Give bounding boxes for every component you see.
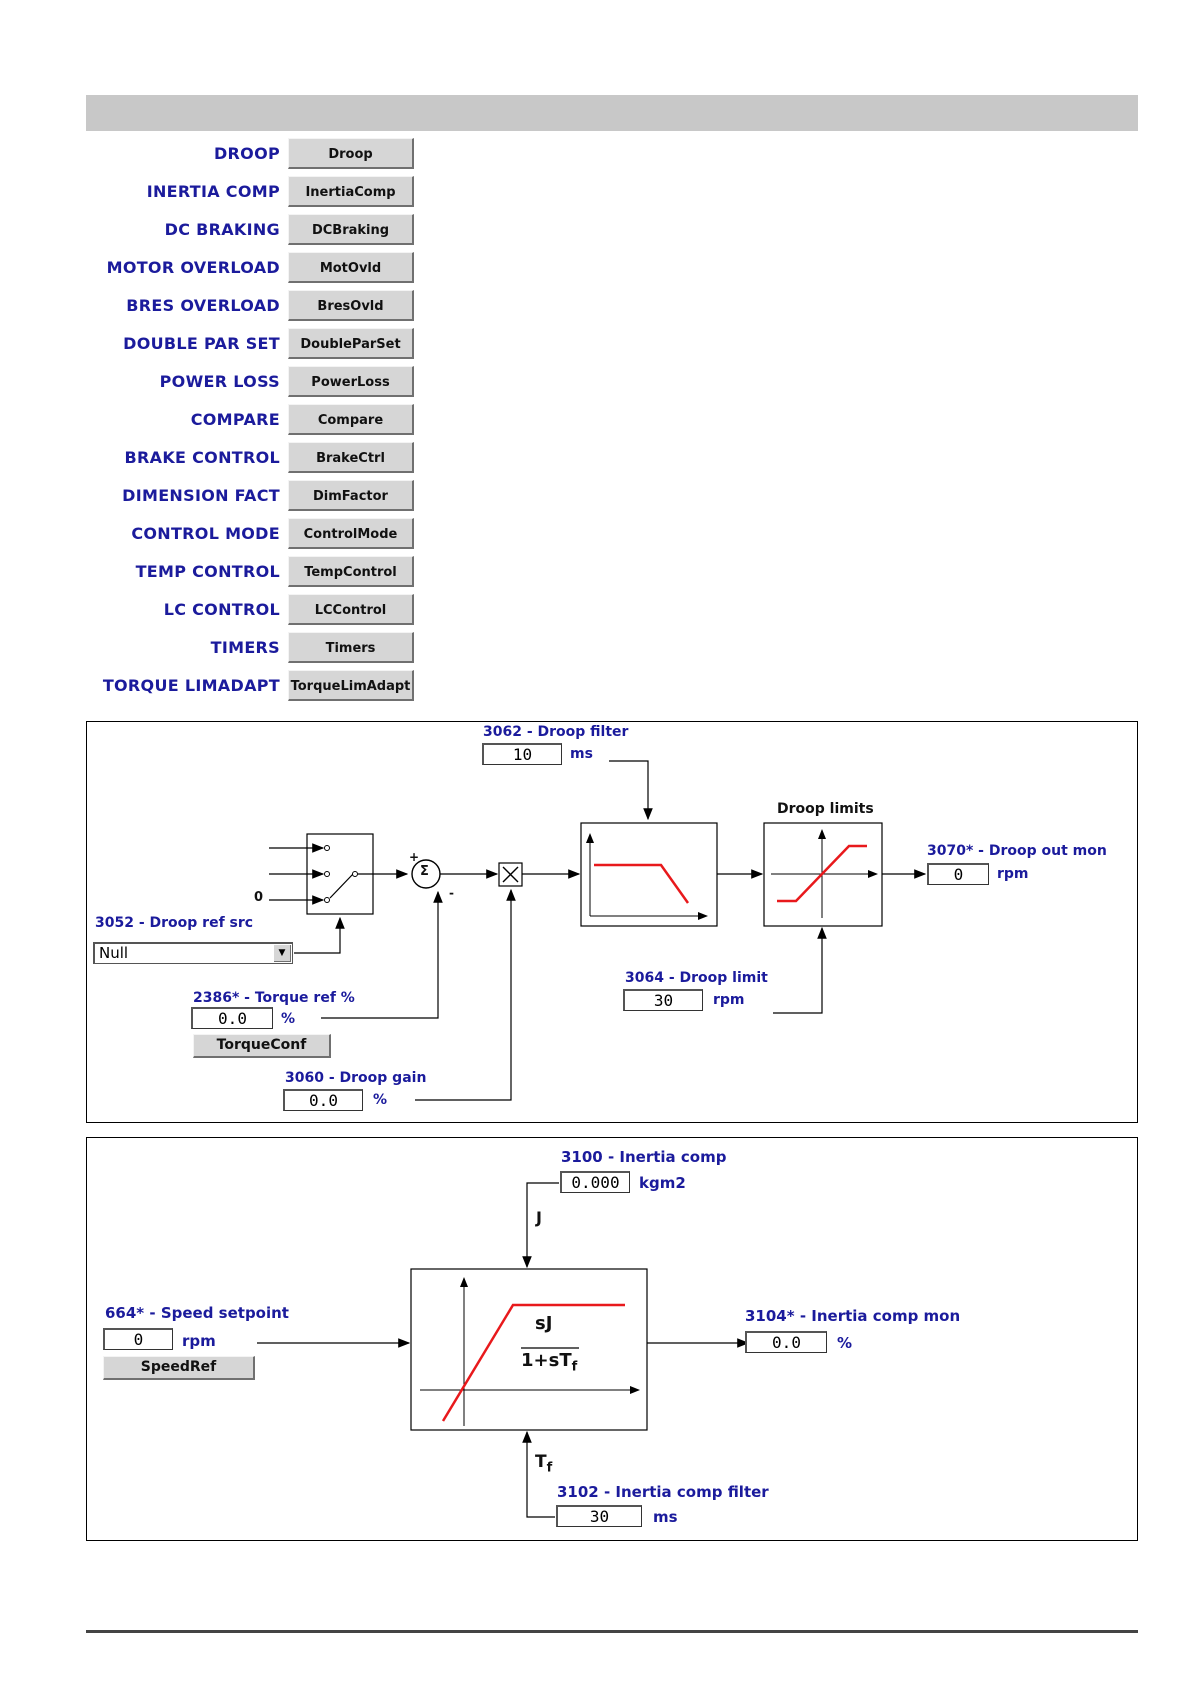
menu-label: DOUBLE PAR SET [123,334,280,353]
j-symbol: J [536,1208,542,1227]
droop-out-field: 0 [927,863,989,885]
inertia-comp-field[interactable]: 0.000 [560,1171,630,1193]
speed-setpoint-label: 664* - Speed setpoint [105,1304,289,1322]
droop-limit-label: 3064 - Droop limit [625,970,768,986]
inertia-filter-label: 3102 - Inertia comp filter [557,1483,769,1501]
tf-symbol-sub: f [546,1460,553,1476]
torque-ref-unit: % [281,1011,296,1027]
inertia-mon-unit: % [837,1334,853,1352]
inertia-mon-field: 0.0 [745,1331,827,1353]
droop-out-label: 3070* - Droop out mon [927,843,1107,859]
temp-control-button[interactable]: TempControl [288,556,414,587]
chevron-down-icon[interactable]: ▼ [274,945,291,962]
footer-divider [86,1630,1138,1633]
droop-ref-src-value: Null [99,944,129,962]
droop-filter-label: 3062 - Droop filter [483,724,629,740]
inertia-comp-unit: kgm2 [639,1174,686,1192]
speed-setpoint-field: 0 [103,1328,173,1350]
droop-filter-unit: ms [570,746,593,762]
droop-ref-src-label: 3052 - Droop ref src [95,915,254,931]
compare-button[interactable]: Compare [288,404,414,435]
timers-button[interactable]: Timers [288,632,414,663]
menu-row-temp-control: TEMP CONTROL TempControl [86,556,416,590]
menu-label: BRAKE CONTROL [124,448,280,467]
droop-button[interactable]: Droop [288,138,414,169]
droop-filter-field[interactable]: 10 [482,743,562,765]
power-loss-button[interactable]: PowerLoss [288,366,414,397]
header-bar [86,95,1138,131]
tf-symbol-text: T [535,1452,547,1472]
inertia-comp-button[interactable]: InertiaComp [288,176,414,207]
sum-plus-sign: + [409,850,420,864]
control-mode-button[interactable]: ControlMode [288,518,414,549]
droop-limit-unit: rpm [713,992,745,1008]
menu-label: INERTIA COMP [146,182,280,201]
droop-out-unit: rpm [997,866,1029,882]
double-par-set-button[interactable]: DoubleParSet [288,328,414,359]
droop-diagram-panel: 3062 - Droop filter 10 ms Droop limits 3… [86,721,1138,1123]
sum-minus-sign: - [449,886,454,900]
droop-gain-label: 3060 - Droop gain [285,1070,427,1086]
torque-ref-field: 0.0 [191,1007,273,1029]
zero-input-label: 0 [254,890,264,905]
droop-ref-src-select[interactable]: Null ▼ [93,942,293,964]
transfer-numerator: sJ [535,1313,553,1334]
transfer-denominator-sub: f [571,1359,578,1375]
droop-gain-unit: % [373,1092,388,1108]
menu-row-control-mode: CONTROL MODE ControlMode [86,518,416,552]
menu-row-inertia-comp: INERTIA COMP InertiaComp [86,176,416,210]
menu-row-timers: TIMERS Timers [86,632,416,666]
menu-label: TIMERS [210,638,280,657]
bres-overload-button[interactable]: BresOvld [288,290,414,321]
tf-symbol: Tf [535,1452,552,1475]
droop-limits-title: Droop limits [777,801,874,817]
droop-filter-block [580,822,718,927]
menu-label: LC CONTROL [163,600,280,619]
droop-gain-field[interactable]: 0.0 [283,1089,363,1111]
menu-label: DC BRAKING [164,220,280,239]
menu-row-motor-overload: MOTOR OVERLOAD MotOvld [86,252,416,286]
menu-label: MOTOR OVERLOAD [106,258,280,277]
menu-row-torque-limadapt: TORQUE LIMADAPT TorqueLimAdapt [86,670,416,704]
inertia-comp-label: 3100 - Inertia comp [561,1148,727,1166]
inertia-filter-field[interactable]: 30 [556,1505,642,1527]
dc-braking-button[interactable]: DCBraking [288,214,414,245]
torque-ref-label: 2386* - Torque ref % [193,990,355,1006]
motor-overload-button[interactable]: MotOvld [288,252,414,283]
menu-row-brake-control: BRAKE CONTROL BrakeCtrl [86,442,416,476]
sum-symbol: Σ [420,864,429,879]
menu-row-compare: COMPARE Compare [86,404,416,438]
droop-diagram-lines [269,760,927,1101]
inertia-comp-block [410,1268,648,1431]
menu-label: TEMP CONTROL [135,562,280,581]
menu-row-lc-control: LC CONTROL LCControl [86,594,416,628]
droop-limit-field[interactable]: 30 [623,989,703,1011]
menu-label: TORQUE LIMADAPT [102,676,280,695]
menu-label: DROOP [213,144,280,163]
menu-label: COMPARE [190,410,280,429]
menu-row-dimension-fact: DIMENSION FACT DimFactor [86,480,416,514]
menu-row-dc-braking: DC BRAKING DCBraking [86,214,416,248]
inertia-mon-label: 3104* - Inertia comp mon [745,1307,961,1325]
speed-ref-button[interactable]: SpeedRef [103,1356,255,1380]
transfer-denominator: 1+sTf [521,1350,577,1375]
inertia-diagram-panel: 3100 - Inertia comp 0.000 kgm2 J 664* - … [86,1137,1138,1541]
brake-control-button[interactable]: BrakeCtrl [288,442,414,473]
transfer-denominator-text: 1+sT [521,1350,572,1371]
torque-conf-button[interactable]: TorqueConf [193,1034,331,1058]
menu-label: BRES OVERLOAD [126,296,280,315]
inertia-filter-unit: ms [653,1508,678,1526]
menu-row-double-par-set: DOUBLE PAR SET DoubleParSet [86,328,416,362]
menu-label: POWER LOSS [159,372,280,391]
menu-label: DIMENSION FACT [122,486,280,505]
menu-row-bres-overload: BRES OVERLOAD BresOvld [86,290,416,324]
torque-limadapt-button[interactable]: TorqueLimAdapt [288,670,414,701]
menu-label: CONTROL MODE [131,524,280,543]
menu-row-power-loss: POWER LOSS PowerLoss [86,366,416,400]
inertia-diagram-lines [257,1182,750,1518]
menu-row-droop: DROOP Droop [86,138,416,172]
lc-control-button[interactable]: LCControl [288,594,414,625]
dimension-fact-button[interactable]: DimFactor [288,480,414,511]
speed-setpoint-unit: rpm [182,1332,216,1350]
